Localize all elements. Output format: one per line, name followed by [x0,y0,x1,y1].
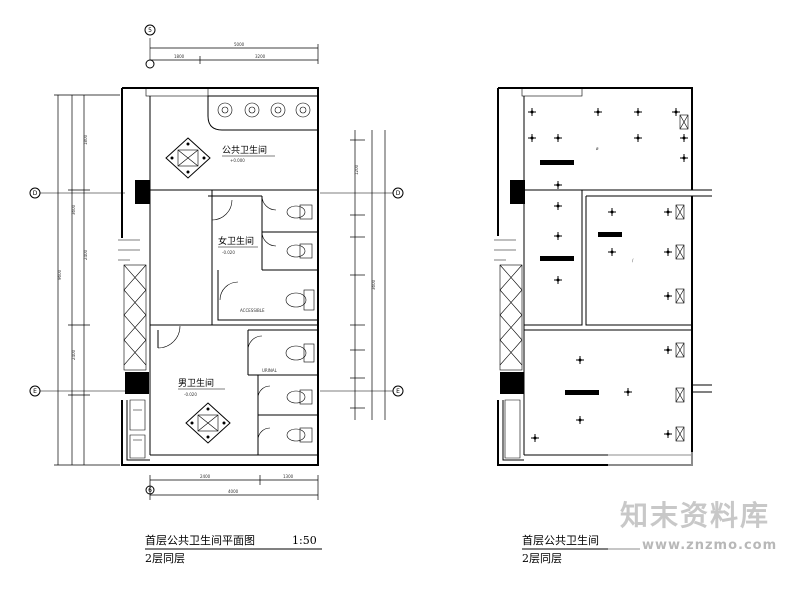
plan-title-right: 首层公共卫生间 [522,533,599,547]
toilet-fixture [285,343,315,363]
room-label-public: 公共卫生间 [222,144,267,156]
toilet-fixture [286,243,313,259]
axis-bubble-top [144,24,156,36]
floor-tile-pattern [185,402,231,444]
axis-bubble-top-2 [145,59,155,69]
structural-column [510,180,525,204]
svg-text:URINAL: URINAL [262,368,278,373]
plan-subtitle-left: 2层同层 [145,552,185,565]
axis-label-left-d: D [33,190,38,197]
svg-text:-0.020: -0.020 [222,250,235,255]
svg-text:4000: 4000 [228,489,239,494]
exhaust-fan-fixtures [675,114,689,442]
axis-label-top: 5 [148,27,152,34]
svg-text:3600: 3600 [71,204,76,215]
svg-text:ø: ø [596,146,599,151]
axis-bubble-right-e [392,385,404,397]
svg-text:1300: 1300 [283,474,294,479]
svg-text:3200: 3200 [255,54,266,59]
toilet-fixture [286,427,313,443]
plan-title-left: 首层公共卫生间平面图 [145,533,255,547]
hatched-wall [494,239,523,459]
axis-label-bottom: 6 [148,487,152,494]
svg-text:/: / [632,258,634,263]
structural-column [125,372,149,394]
toilet-fixture [285,289,315,311]
watermark-text: 知末资料库 [620,499,770,532]
ceiling-light-fixtures [528,108,688,442]
hatched-wall [118,239,147,459]
axis-bubble-right-d [392,187,404,199]
room-label-male: 男卫生间 [178,377,214,389]
axis-label-left-e: E [33,388,37,395]
svg-text:2400: 2400 [83,249,88,260]
watermark: 知末资料库 www.znzmo.com [608,452,800,600]
axis-label-right-d: D [396,190,401,197]
strip-light [540,256,574,261]
strip-light [540,160,574,165]
axis-bubble-bottom [145,485,155,495]
svg-text:-0.020: -0.020 [184,392,197,397]
svg-text:3600: 3600 [371,279,376,290]
svg-text:1200: 1200 [354,164,359,175]
svg-text:ACCESSIBLE: ACCESSIBLE [240,308,265,313]
left-floor-plan: 5 5000 1800 3200 9600 3600 2400 1800 240… [29,24,404,565]
axis-bubble-left-e [29,385,41,397]
floor-tile-pattern [165,137,211,179]
axis-label-right-e: E [396,388,400,395]
svg-text:1800: 1800 [174,54,185,59]
watermark-url: www.znzmo.com [642,538,777,553]
structural-column [135,180,150,204]
structural-column [500,372,524,394]
svg-text:2400: 2400 [200,474,211,479]
svg-text:5000: 5000 [234,42,245,47]
axis-bubble-left-d [29,187,41,199]
toilet-fixture [286,204,313,220]
wash-basin-counter [207,95,319,131]
svg-text:+0.000: +0.000 [230,158,245,163]
svg-text:9600: 9600 [57,269,62,280]
right-ceiling-plan: ø / 首层公共卫生间 2层同层 [494,87,712,565]
toilet-fixture [286,389,313,405]
plan-scale-left: 1:50 [292,534,317,547]
svg-text:2400: 2400 [71,349,76,360]
room-label-female: 女卫生间 [218,235,254,247]
svg-text:1800: 1800 [83,134,88,145]
plan-subtitle-right: 2层同层 [522,552,562,565]
strip-light [598,232,622,237]
strip-light [565,390,599,395]
